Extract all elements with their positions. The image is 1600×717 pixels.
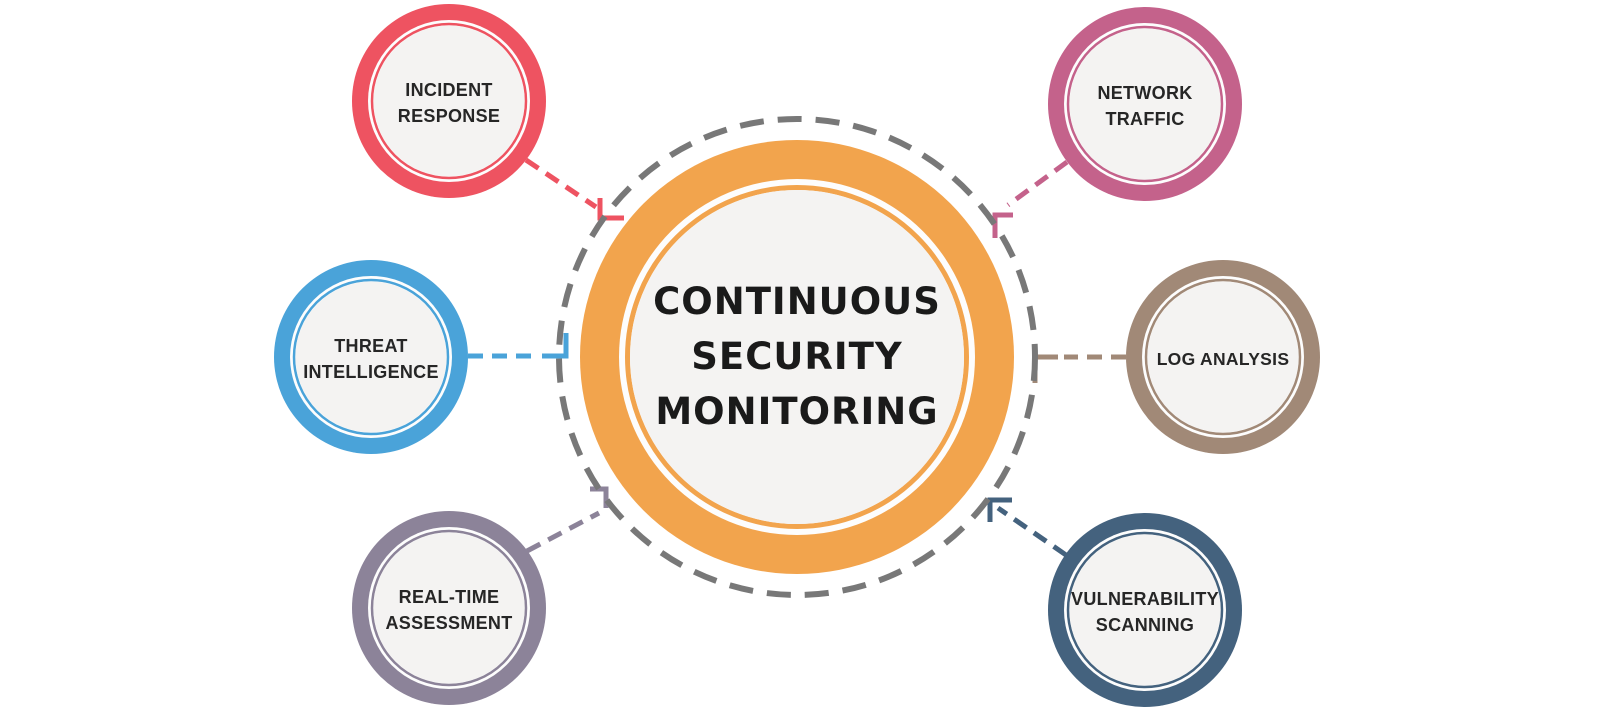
node-thin-ring (1144, 278, 1302, 436)
center-title-line-1: CONTINUOUS (653, 280, 941, 323)
node-label: THREAT (334, 336, 407, 356)
node-thin-ring (370, 22, 528, 180)
node-thin-ring (1066, 531, 1224, 689)
connector-incident-response (524, 157, 624, 221)
connector-network-traffic (992, 159, 1069, 238)
node-incident-response: INCIDENT RESPONSE (352, 4, 546, 198)
connector-vulnerability-scanning (987, 497, 1068, 558)
node-label: VULNERABILITY (1071, 589, 1219, 609)
node-fill (1069, 28, 1221, 180)
node-label: ASSESSMENT (385, 613, 512, 633)
node-thin-ring (370, 529, 528, 687)
center-thin-ring (625, 185, 969, 529)
node-thin-ring (292, 278, 450, 436)
node-label: SCANNING (1096, 615, 1194, 635)
node-fill (373, 25, 525, 177)
node-label: TRAFFIC (1105, 109, 1184, 129)
center-title-line-3: MONITORING (655, 390, 938, 433)
node-label: INCIDENT (405, 80, 492, 100)
center-node: CONTINUOUS SECURITY MONITORING (556, 116, 1038, 598)
node-fill (373, 532, 525, 684)
node-network-traffic: NETWORK TRAFFIC (1048, 7, 1242, 201)
node-vulnerability-scanning: VULNERABILITY SCANNING (1048, 513, 1242, 707)
node-thin-ring (1066, 25, 1224, 183)
center-title-line-2: SECURITY (691, 335, 903, 378)
node-real-time-assessment: REAL-TIME ASSESSMENT (352, 511, 546, 705)
node-fill (295, 281, 447, 433)
node-label: RESPONSE (398, 106, 500, 126)
node-fill (1147, 281, 1299, 433)
center-fill (630, 190, 964, 524)
center-title: CONTINUOUS SECURITY MONITORING (653, 280, 941, 433)
node-log-analysis: LOG ANALYSIS (1126, 260, 1320, 454)
node-label: LOG ANALYSIS (1157, 349, 1290, 369)
outer-dashed-ring (556, 116, 1038, 598)
node-label: NETWORK (1097, 83, 1192, 103)
node-threat-intelligence: THREAT INTELLIGENCE (274, 260, 468, 454)
node-label: REAL-TIME (399, 587, 500, 607)
node-label: INTELLIGENCE (303, 362, 439, 382)
connector-threat-intelligence (468, 333, 569, 359)
node-fill (1069, 534, 1221, 686)
